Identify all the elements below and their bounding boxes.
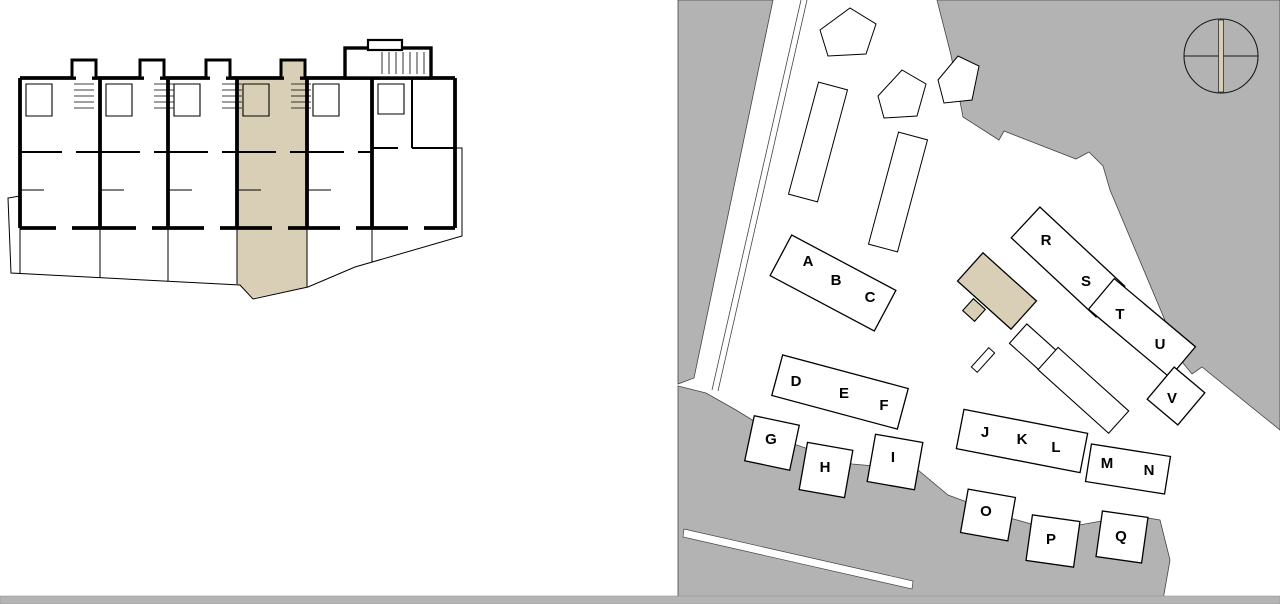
building-q-shape[interactable] [1095,510,1149,564]
unit-label-q[interactable]: Q [1115,528,1127,545]
building-mn[interactable]: M N [1084,443,1172,495]
building-def-shape[interactable] [770,354,910,430]
context-structure-1 [819,7,877,57]
road-edge-line-1 [711,0,802,391]
building-h[interactable]: H [798,441,854,499]
building-o-shape[interactable] [959,488,1017,542]
highlighted-building[interactable] [956,251,1038,331]
floor-plan [7,38,463,300]
unit-label-r[interactable]: R [1041,232,1052,249]
context-building-long-2 [867,131,929,253]
building-jkl[interactable]: J K L [955,408,1089,474]
building-p[interactable]: P [1025,514,1081,568]
highlighted-building-annex[interactable] [961,297,987,323]
interior-partitions [20,83,405,191]
building-jkl-shape[interactable] [955,408,1089,474]
context-structure-2 [877,69,927,119]
unit-label-d[interactable]: D [791,373,802,390]
unit-label-j[interactable]: J [981,424,989,441]
unit-label-c[interactable]: C [865,289,876,306]
unit-label-h[interactable]: H [820,459,831,476]
building-p-shape[interactable] [1025,514,1081,568]
interior-walls [20,78,455,153]
building-g[interactable]: G [743,414,801,472]
end-unit-bay-step [366,38,404,52]
road-edge-line-2 [717,0,808,392]
highlighted-unit-footprint [237,78,307,298]
context-structure-3 [937,55,980,104]
unit-label-l[interactable]: L [1051,439,1060,456]
end-unit-bay [343,46,433,80]
unit-label-n[interactable]: N [1144,462,1155,479]
unit-label-o[interactable]: O [980,503,992,520]
building-mn-shape[interactable] [1084,443,1172,495]
unit-label-a[interactable]: A [803,253,814,270]
unit-label-v[interactable]: V [1167,390,1177,407]
unit-label-g[interactable]: G [765,431,777,448]
bottom-divider [0,595,1280,604]
footpath-strip [682,528,914,590]
unit-label-f[interactable]: F [879,397,888,414]
unit-label-i[interactable]: I [891,449,895,466]
building-g-shape[interactable] [743,414,801,472]
garden-outline [7,147,463,300]
unit-label-b[interactable]: B [831,272,842,289]
garden-dividers [19,228,373,287]
unit-label-u[interactable]: U [1155,336,1166,353]
context-building-long-1 [787,81,849,203]
compass-icon [1183,18,1259,94]
building-def[interactable]: D E F [770,354,910,430]
building-v[interactable]: V [1146,366,1206,426]
building-i-shape[interactable] [866,433,924,491]
building-q[interactable]: Q [1095,510,1149,564]
surrounding-area-top-right [936,0,1280,431]
context-buildings [787,7,1130,435]
unit-label-p[interactable]: P [1046,531,1056,548]
building-tu[interactable]: T U [1087,277,1197,379]
building-abc-shape[interactable] [769,234,897,332]
building-v-shape[interactable] [1146,366,1206,426]
building-abc[interactable]: A B C [769,234,897,332]
building-h-shape[interactable] [798,441,854,499]
building-tu-shape[interactable] [1087,277,1197,379]
compass-needle [1218,19,1224,93]
site-plan: A B C D E F G H I J K L [677,0,1280,601]
building-o[interactable]: O [959,488,1017,542]
unit-label-t[interactable]: T [1115,306,1124,323]
unit-label-s[interactable]: S [1081,273,1091,290]
unit-label-k[interactable]: K [1017,431,1028,448]
unit-label-m[interactable]: M [1101,455,1114,472]
context-building-chain-2 [1037,346,1130,435]
surrounding-area-left [677,0,774,385]
highlighted-building-shape[interactable] [956,251,1038,331]
stair-lines [74,52,425,109]
unit-label-e[interactable]: E [839,385,849,402]
context-building-sliver [970,346,996,374]
building-i[interactable]: I [866,433,924,491]
